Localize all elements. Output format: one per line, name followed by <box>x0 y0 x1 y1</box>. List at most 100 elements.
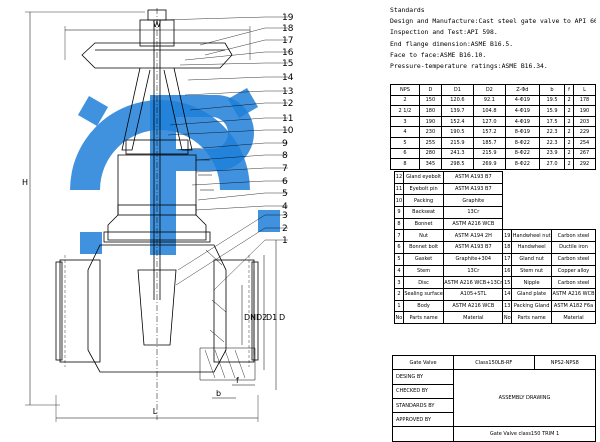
bom-cell: 13 <box>502 299 513 313</box>
standards-line: Inspection and Test:API 598. <box>390 28 498 37</box>
bom-cell: Material <box>443 311 504 324</box>
bom-cell: Handwheel nut <box>511 229 553 243</box>
bom-cell: ASTM A216 WCB+13Cr <box>443 276 504 289</box>
dim-table-header: b <box>538 84 566 96</box>
bom-cell: No <box>502 311 513 324</box>
bom-cell: Sealing surface <box>402 287 445 301</box>
title-product: Gate Valve <box>392 354 454 371</box>
bom-cell: Stem <box>402 264 445 278</box>
bom-cell: A105+STL <box>443 287 504 301</box>
dim-table-cell: 120.6 <box>440 94 474 107</box>
title-label-standards: STANDARDS BY <box>392 397 454 414</box>
bom-cell: Disc <box>402 276 445 289</box>
bom-cell: Copper alloy <box>551 264 596 278</box>
dim-table-cell: 92.1 <box>472 94 506 107</box>
bom-blank-cell <box>502 171 596 184</box>
bom-cell: 9 <box>394 206 404 219</box>
dim-table-cell: 230 <box>418 126 442 138</box>
dim-table-cell: 215.9 <box>472 147 506 160</box>
callout-5: 5 <box>282 189 288 199</box>
watermark-logo-icon <box>70 87 280 255</box>
bom-cell: Parts name <box>402 311 445 324</box>
dim-table-cell: 150 <box>418 94 442 107</box>
standards-block: Standards Design and Manufacture:Cast st… <box>390 5 596 72</box>
callout-14: 14 <box>282 73 294 83</box>
callout-16: 16 <box>282 48 294 58</box>
title-drawing-no: Gate Valve class150 TRIM 1 <box>453 426 596 442</box>
dim-table-cell: 267 <box>572 147 597 160</box>
dim-table-cell: 8-Φ22 <box>504 147 540 160</box>
bom-cell: 13Cr <box>443 206 504 219</box>
callout-8: 8 <box>282 151 288 161</box>
bom-cell: Packing Gland <box>511 299 553 313</box>
bom-cell: 1 <box>394 299 404 313</box>
dim-table-cell: 178 <box>572 94 597 107</box>
bom-cell: Graphite <box>443 194 504 208</box>
dim-table-cell: 269.9 <box>472 158 506 170</box>
dim-table-cell: 2 1/2 <box>390 105 420 117</box>
standards-line: Design and Manufacture:Cast steel gate v… <box>390 17 596 26</box>
bom-cell: 8 <box>394 217 404 231</box>
dim-table-cell: 254 <box>572 136 597 149</box>
bom-cell: ASTM A182 F6a <box>551 299 596 313</box>
dim-table-header: D <box>418 84 442 96</box>
dim-table-cell: 255 <box>418 136 442 149</box>
bom-cell: Handwheel <box>511 241 553 254</box>
dim-d2-label: D2 <box>256 313 267 322</box>
dim-table-cell: 19.5 <box>538 94 566 107</box>
bom-cell: ASTM A193 B7 <box>443 182 504 196</box>
bom-cell: Bonnet bolt <box>402 241 445 254</box>
dim-table-cell: 190.5 <box>440 126 474 138</box>
callout-13: 13 <box>282 87 293 97</box>
dim-table-cell: 139.7 <box>440 105 474 117</box>
bom-cell: Parts name <box>511 311 553 324</box>
dim-w-label: W <box>153 20 161 29</box>
bom-blank-cell <box>502 183 596 195</box>
bom-cell: 7 <box>394 229 404 243</box>
dim-table-cell: 15.9 <box>538 105 566 117</box>
dim-table-cell: 2 <box>564 105 574 117</box>
dim-table-cell: 185.7 <box>472 136 506 149</box>
dim-table-cell: 190 <box>572 105 597 117</box>
bom-blank-cell <box>502 194 596 207</box>
dim-table-cell: 298.5 <box>440 158 474 170</box>
dim-table-cell: 152.4 <box>440 115 474 128</box>
dim-f-label: f <box>236 376 239 385</box>
bom-cell: Body <box>402 299 445 313</box>
title-drawing-name: ASSEMBLY DRAWING <box>453 369 596 428</box>
dim-table-cell: 229 <box>572 126 597 138</box>
dim-table-cell: 8-Φ22 <box>504 136 540 149</box>
dim-table-cell: 4-Φ19 <box>504 94 540 107</box>
callout-10: 10 <box>282 126 294 136</box>
dim-table-cell: 2 <box>390 94 420 107</box>
bom-cell: 11 <box>394 182 404 196</box>
bom-cell: Carbon steel <box>551 229 596 243</box>
dim-table-cell: 3 <box>390 115 420 128</box>
bom-cell: ASTM A216 WCB <box>443 217 504 231</box>
dim-h-label: H <box>22 178 28 187</box>
dim-table-header: Z-Φd <box>504 84 540 96</box>
bom-cell: 17 <box>502 252 513 266</box>
bom-cell: Nut <box>402 229 445 243</box>
dim-table-cell: 17.5 <box>538 115 566 128</box>
title-label-approved: APPROVED BY <box>392 412 454 428</box>
title-rating: Class150LB-RF <box>453 354 535 371</box>
dim-table-cell: 2 <box>564 94 574 107</box>
bom-blank-cell <box>502 206 596 219</box>
bom-cell: ASTM A194 2H <box>443 229 504 243</box>
dim-table-cell: 215.9 <box>440 136 474 149</box>
bom-cell: 10 <box>394 194 404 208</box>
bom-cell: Gasket <box>402 252 445 266</box>
dim-table-cell: 190 <box>418 115 442 128</box>
dim-d-label: D <box>279 313 285 322</box>
